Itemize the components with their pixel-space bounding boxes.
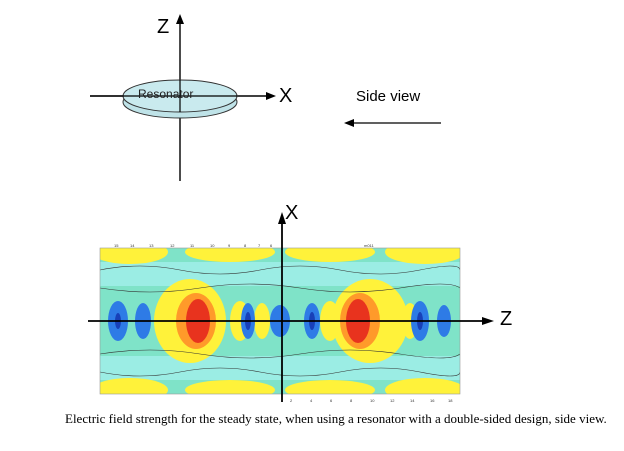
z-axis-arrowhead: [176, 14, 184, 24]
header-tick: 14: [130, 243, 135, 248]
bottom-tick: 14: [410, 398, 415, 403]
header-tick: 8: [244, 243, 247, 248]
bottom-tick: 6: [330, 398, 333, 403]
side-view-arrowhead: [344, 119, 354, 127]
header-tick: 13: [149, 243, 154, 248]
plot-x-axis-arrowhead: [278, 212, 286, 224]
header-tick: 15: [114, 243, 119, 248]
header-tick: 9: [228, 243, 231, 248]
bottom-tick: 4: [310, 398, 313, 403]
bottom-tick: 12: [390, 398, 395, 403]
side-view-label: Side view: [356, 88, 421, 105]
plot-z-label: Z: [500, 308, 513, 330]
plot-x-label: X: [285, 202, 299, 224]
field-plot: 15 14 13 12 11 10 9 8 7 6 m011 2 4 6 8 1…: [88, 212, 494, 403]
header-tag: m011: [364, 243, 374, 248]
header-tick: 6: [270, 243, 273, 248]
bottom-tick: 10: [370, 398, 375, 403]
plot-z-axis-arrowhead: [482, 317, 494, 325]
header-tick: 10: [210, 243, 215, 248]
header-ticks: 15 14 13 12 11 10 9 8 7 6 m011: [114, 243, 374, 248]
bottom-tick: 2: [290, 398, 293, 403]
bottom-ticks: 2 4 6 8 10 12 14 16 18: [290, 398, 453, 403]
bottom-tick: 8: [350, 398, 353, 403]
top-schematic: [90, 14, 441, 181]
bottom-tick: 16: [430, 398, 435, 403]
header-tick: 11: [190, 243, 195, 248]
top-x-label: X: [279, 85, 293, 107]
figure-caption: Electric field strength for the steady s…: [65, 411, 607, 426]
header-tick: 12: [170, 243, 175, 248]
top-z-label: Z: [157, 16, 170, 38]
resonator-label: Resonator: [138, 87, 194, 101]
header-tick: 7: [258, 243, 261, 248]
bottom-tick: 18: [448, 398, 453, 403]
yellow-lobe: [100, 248, 168, 264]
x-axis-arrowhead: [266, 92, 276, 100]
